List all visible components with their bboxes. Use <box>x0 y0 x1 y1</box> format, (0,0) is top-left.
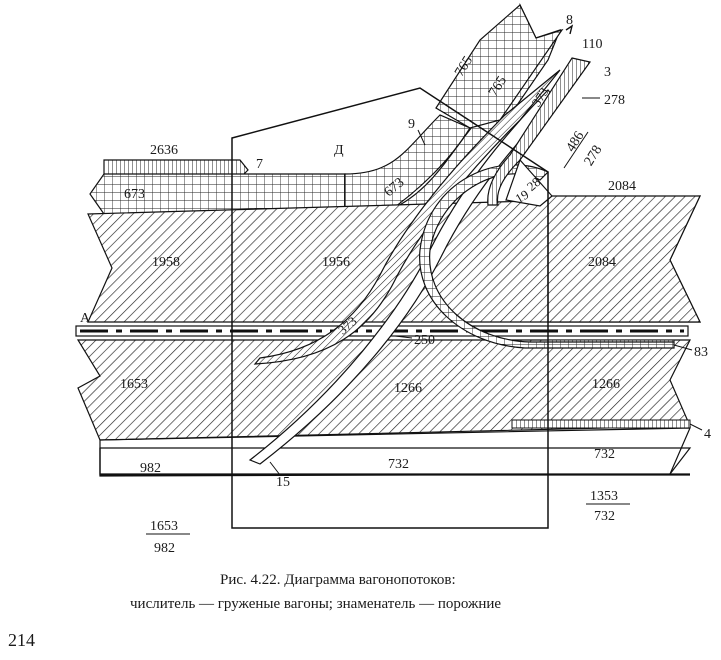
leader-9 <box>417 129 426 146</box>
label-1956: 1956 <box>322 255 350 270</box>
label-frac-1653: 1653 <box>150 519 178 534</box>
label-7: 7 <box>256 157 263 172</box>
label-1266-right: 1266 <box>592 377 620 392</box>
label-250: 250 <box>414 333 435 348</box>
leader-83 <box>673 344 693 351</box>
label-9: 9 <box>408 117 415 132</box>
arrow-8 <box>565 24 574 35</box>
label-1266-mid: 1266 <box>394 381 422 396</box>
label-1653-band: 1653 <box>120 377 148 392</box>
label-110: 110 <box>582 37 602 52</box>
label-982: 982 <box>140 461 161 476</box>
label-278: 278 <box>604 93 625 108</box>
label-1958: 1958 <box>152 255 180 270</box>
band-2084-right <box>547 195 701 323</box>
label-8: 8 <box>566 13 573 28</box>
band-4 <box>511 419 691 429</box>
label-732-right: 732 <box>594 447 615 462</box>
label-frac-486: 486 <box>564 129 588 155</box>
label-D: Д <box>334 143 344 158</box>
flow-250-hook <box>419 164 675 349</box>
label-2636: 2636 <box>150 143 178 158</box>
leader-4 <box>689 423 703 431</box>
station-D-outline <box>231 87 549 529</box>
label-673-left: 673 <box>124 187 145 202</box>
label-frac-1353: 1353 <box>590 489 618 504</box>
label-frac-278-top: 278 <box>582 143 606 169</box>
flow-28-19 <box>505 158 553 207</box>
label-A: А <box>80 311 91 326</box>
page-number: 214 <box>8 630 35 650</box>
band-673-mid <box>344 114 471 215</box>
label-15: 15 <box>276 475 290 490</box>
band-1653 <box>76 339 691 441</box>
label-3: 3 <box>604 65 611 80</box>
band-765-upper <box>435 4 564 129</box>
caption-line-2: числитель — груженые вагоны; знаменатель… <box>130 596 501 612</box>
label-2084-top: 2084 <box>608 179 636 194</box>
label-2084-band: 2084 <box>588 255 616 270</box>
bottom-outline <box>99 448 690 476</box>
label-frac-732: 732 <box>594 509 615 524</box>
leader-15 <box>269 461 281 476</box>
label-4: 4 <box>704 427 711 442</box>
flow-110 <box>487 57 592 206</box>
label-frac-982: 982 <box>154 541 175 556</box>
caption-line-1: Рис. 4.22. Диаграмма вагонопотоков: <box>220 572 456 588</box>
label-19: 19 <box>513 187 532 206</box>
leader-250 <box>394 335 413 339</box>
label-83: 83 <box>694 345 708 360</box>
frac-486-bar <box>563 131 589 169</box>
label-732-mid: 732 <box>388 457 409 472</box>
